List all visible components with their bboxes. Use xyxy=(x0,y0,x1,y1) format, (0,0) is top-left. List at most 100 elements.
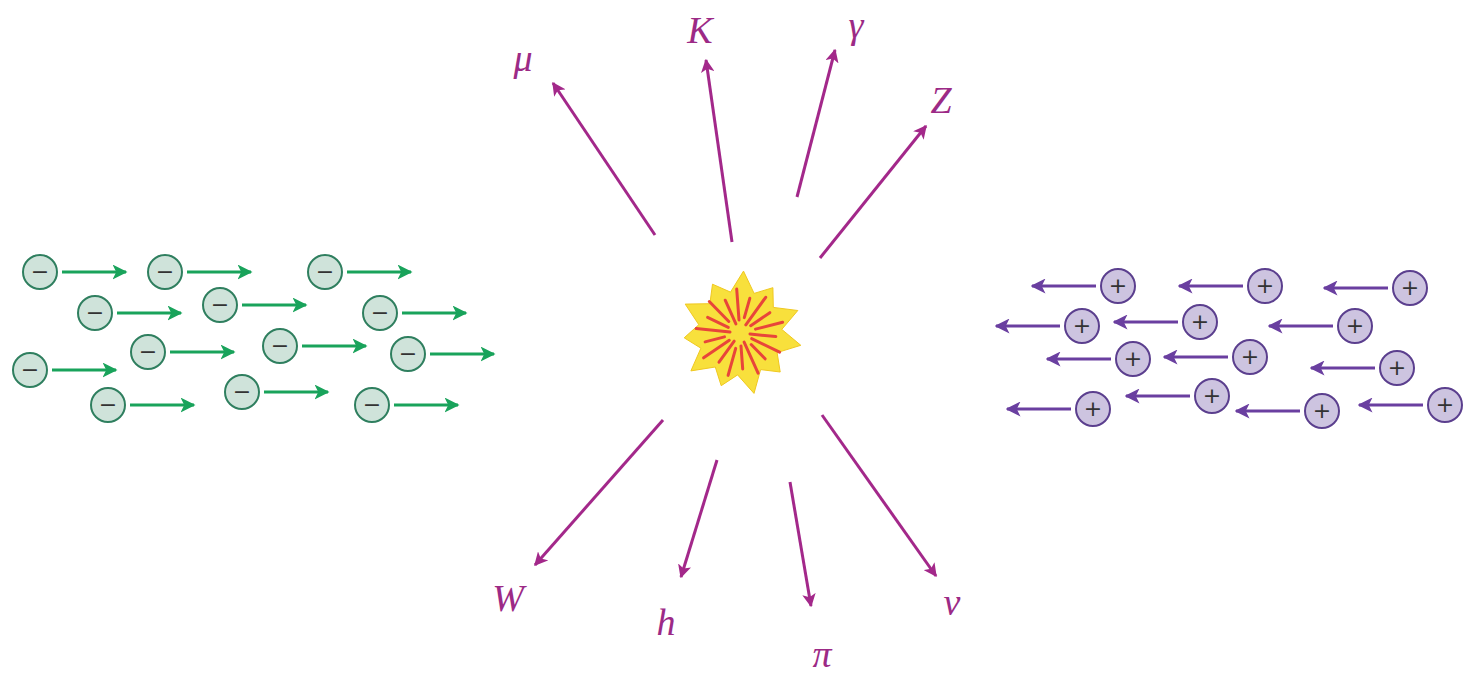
positron-ball: + xyxy=(1337,308,1373,344)
charge-sign: + xyxy=(1436,394,1454,416)
charge-sign: − xyxy=(233,381,251,403)
charge-sign: + xyxy=(1124,348,1142,370)
electron-ball: − xyxy=(12,352,48,388)
positron-ball: + xyxy=(1064,308,1100,344)
burst-ray xyxy=(737,289,739,320)
beam-arrow xyxy=(1269,325,1333,328)
beam-arrow xyxy=(1164,356,1228,359)
charge-sign: + xyxy=(1346,315,1364,337)
charge-sign: − xyxy=(271,335,289,357)
particle-label: h xyxy=(657,603,676,641)
burst-star xyxy=(684,271,801,393)
particle-arrow xyxy=(706,60,732,242)
beam-arrow xyxy=(1126,395,1190,398)
charge-sign: + xyxy=(1401,277,1419,299)
electron-ball: − xyxy=(390,336,426,372)
electron-ball: − xyxy=(77,295,113,331)
beam-arrow xyxy=(264,391,328,394)
burst-ray xyxy=(751,345,765,359)
charge-sign: − xyxy=(86,302,104,324)
beam-arrow xyxy=(302,345,366,348)
burst-ray xyxy=(744,298,750,317)
electron-ball: − xyxy=(90,387,126,423)
positron-ball: + xyxy=(1427,387,1463,423)
positron-ball: + xyxy=(1304,393,1340,429)
burst-ray xyxy=(751,313,770,326)
particle-arrow xyxy=(681,460,717,577)
charge-sign: − xyxy=(21,359,39,381)
beam-arrow xyxy=(52,369,116,372)
charge-sign: + xyxy=(1109,275,1127,297)
electron-ball: − xyxy=(147,254,183,290)
beam-arrow xyxy=(1007,408,1071,411)
charge-sign: − xyxy=(371,302,389,324)
charge-sign: + xyxy=(1191,311,1209,333)
beam-arrow xyxy=(1311,367,1375,370)
positron-ball: + xyxy=(1075,391,1111,427)
electron-ball: − xyxy=(354,387,390,423)
positron-ball: + xyxy=(1182,304,1218,340)
charge-sign: + xyxy=(1313,400,1331,422)
positron-ball: + xyxy=(1115,341,1151,377)
burst-ray xyxy=(741,346,743,369)
beam-arrow xyxy=(1359,404,1423,407)
positron-ball: + xyxy=(1232,339,1268,375)
beam-arrow xyxy=(402,312,466,315)
charge-sign: + xyxy=(1073,315,1091,337)
electron-ball: − xyxy=(307,254,343,290)
beam-arrow xyxy=(62,271,126,274)
beam-arrow xyxy=(347,271,411,274)
electron-ball: − xyxy=(362,295,398,331)
charge-sign: − xyxy=(99,394,117,416)
beam-arrow xyxy=(130,404,194,407)
burst-ray xyxy=(725,300,736,324)
charge-sign: − xyxy=(316,261,334,283)
burst-ray xyxy=(704,340,730,358)
beam-arrow xyxy=(1179,285,1243,288)
burst-ray xyxy=(696,329,730,332)
beam-arrow xyxy=(242,304,306,307)
charge-sign: + xyxy=(1388,357,1406,379)
charge-sign: + xyxy=(1241,346,1259,368)
burst-ray xyxy=(750,334,776,337)
particle-arrow xyxy=(553,83,655,235)
beam-arrow xyxy=(394,404,458,407)
charge-sign: − xyxy=(139,341,157,363)
beam-arrows xyxy=(52,272,1423,411)
beam-arrow xyxy=(1114,321,1178,324)
charge-sign: − xyxy=(31,261,49,283)
positron-ball: + xyxy=(1194,378,1230,414)
charge-sign: + xyxy=(1084,398,1102,420)
charge-sign: + xyxy=(1203,385,1221,407)
particle-arrow xyxy=(822,415,936,576)
particle-arrows xyxy=(535,50,936,606)
collision-burst xyxy=(684,271,801,393)
burst-ray xyxy=(728,348,736,375)
charge-sign: − xyxy=(156,261,174,283)
beam-arrow xyxy=(430,353,494,356)
beam-arrow xyxy=(1047,358,1111,361)
positron-ball: + xyxy=(1392,270,1428,306)
positron-ball: + xyxy=(1247,268,1283,304)
particle-label: γ xyxy=(849,6,864,44)
particle-arrow xyxy=(790,482,811,606)
positron-ball: + xyxy=(1379,350,1415,386)
particle-label: μ xyxy=(513,39,532,77)
burst-ray xyxy=(756,322,783,329)
beam-arrow xyxy=(1032,285,1096,288)
charge-sign: − xyxy=(399,343,417,365)
burst-ray xyxy=(705,337,724,342)
particle-label: W xyxy=(492,579,524,617)
electron-ball: − xyxy=(202,287,238,323)
charge-sign: − xyxy=(211,294,229,316)
beam-arrow xyxy=(996,325,1060,328)
particle-label: K xyxy=(687,11,712,49)
particle-arrow xyxy=(820,126,926,258)
beam-arrow xyxy=(187,271,251,274)
beam-arrow xyxy=(1324,287,1388,290)
beam-arrow xyxy=(117,312,181,315)
beam-arrow xyxy=(1236,410,1300,413)
burst-ray xyxy=(744,342,758,373)
electron-ball: − xyxy=(22,254,58,290)
